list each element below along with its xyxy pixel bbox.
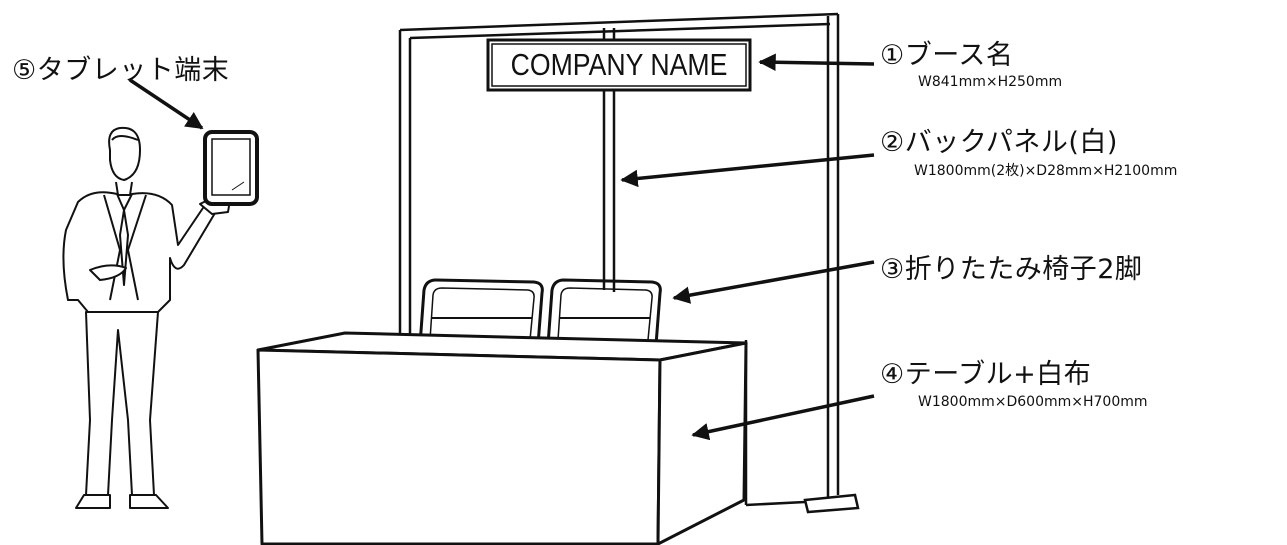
folding-chair-left: [418, 278, 544, 346]
callout-arrows: [129, 53, 875, 441]
callout-title: 折りたたみ椅子2脚: [904, 254, 1143, 285]
callout-title: タブレット端末: [36, 55, 230, 86]
callout-number: ④: [880, 359, 905, 390]
callout-booth-name-spec: W841mm×H250mm: [918, 74, 1063, 90]
table-with-white-cloth: [256, 331, 748, 545]
callout-title: テーブル+白布: [904, 359, 1092, 390]
callout-back-panel-title: ②バックパネル(白): [880, 120, 1118, 159]
callout-number: ③: [880, 254, 905, 285]
callout-back-panel-spec: W1800mm(2枚)×D28mm×H2100mm: [914, 163, 1178, 179]
arrow-booth-name: [758, 53, 875, 72]
arrow-table: [691, 394, 875, 441]
folding-chair-right: [546, 278, 662, 346]
callout-chairs-title: ③折りたたみ椅子2脚: [880, 247, 1142, 286]
callout-number: ⑤: [12, 55, 37, 86]
callout-title: ブース名: [904, 40, 1014, 71]
booth-sign-text: COMPANY NAME: [510, 47, 728, 82]
booth-sign: [486, 38, 752, 92]
arrow-back-panel: [620, 153, 875, 188]
callout-title: バックパネル(白): [904, 127, 1118, 158]
arrow-tablet: [129, 78, 204, 130]
arrow-chairs: [672, 260, 875, 304]
staff-person: [62, 126, 231, 509]
callout-table-title: ④テーブル+白布: [880, 352, 1091, 391]
tablet-device: [203, 130, 259, 206]
callout-tablet-title: ⑤タブレット端末: [12, 48, 229, 87]
callout-table-spec: W1800mm×D600mm×H700mm: [918, 394, 1148, 410]
callout-number: ②: [880, 127, 905, 158]
callout-booth-name-title: ①ブース名: [880, 33, 1013, 72]
callout-number: ①: [880, 40, 905, 71]
